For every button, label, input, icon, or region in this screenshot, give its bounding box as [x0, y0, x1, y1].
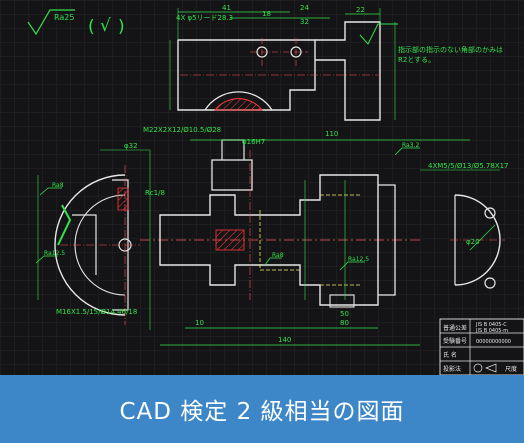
tb-row3-label: 氏 名 — [443, 351, 457, 359]
front-view: 110 80 140 10 50 M22X2X12/Ø10.5/Ø28 φ16H… — [140, 126, 509, 346]
rc-label: Rc1/8 — [145, 189, 165, 197]
note-right-1: 指示部の指示のない角部のかみは — [398, 45, 503, 54]
top-dim-2: 24 — [300, 4, 309, 12]
roughness-symbol-main: Ra25 ( √ ) — [27, 9, 125, 37]
top-dim-5: 22 — [356, 6, 365, 14]
ra-label-4: Ra8 — [272, 252, 284, 259]
cad-drawing-area: Ra25 ( √ ) — [0, 0, 524, 376]
title-block: 普通公差 JIS B 0405-C JIS B 0405-m 受験番号 0000… — [439, 318, 524, 376]
ra-labels: Ra8 Ra12.5 Ra3.2 Ra8 Ra12.5 — [44, 142, 419, 263]
roughness-paren-open: ( — [88, 17, 95, 37]
tb-row2-value: 00000000000 — [476, 339, 511, 345]
top-dim-4: 32 — [300, 18, 309, 26]
right-side-view: φ20 — [450, 194, 505, 289]
cad-drawing-svg: Ra25 ( √ ) — [0, 0, 524, 376]
thread-left-label: M22X2X12/Ø10.5/Ø28 — [143, 126, 221, 134]
dim-10: 10 — [195, 319, 204, 327]
ra-label-5: Ra12.5 — [348, 256, 369, 263]
top-note: 4X φ5リード28.3 — [176, 14, 233, 22]
projection-symbol-icon — [473, 363, 483, 373]
tb-row4-value: 尺度 — [505, 365, 517, 373]
roughness-check: √ — [100, 16, 111, 36]
thread-right-label: 4XM5/5/Ø13/Ø5.78X17 — [428, 162, 509, 170]
caption-text: CAD 検定 2 級相当の図面 — [119, 399, 405, 425]
ra-label-2: Ra12.5 — [44, 250, 65, 257]
tb-row1-value: JIS B 0405-C — [475, 322, 507, 328]
tb-row4-label: 投影法 — [443, 365, 461, 373]
thread-bottom-label: M16X1.5/15/Ø14.46/18 — [56, 308, 137, 316]
left-section-view: φ32 M16X1.5/15/Ø14.46/18 — [35, 142, 150, 325]
roughness-paren-close: ) — [118, 17, 125, 37]
dim-80: 80 — [340, 319, 349, 327]
top-dim-1: 41 — [222, 4, 231, 12]
roughness-main-text: Ra25 — [54, 13, 74, 22]
ra-label-1: Ra8 — [52, 182, 64, 189]
dim-phi20: φ20 — [466, 238, 480, 246]
caption-banner: CAD 検定 2 級相当の図面 — [0, 375, 524, 443]
dim-phi32: φ32 — [124, 142, 138, 150]
tb-row1-value2: JIS B 0405-m — [475, 328, 508, 334]
dim-phi16: φ16H7 — [242, 138, 265, 146]
tb-row1-label: 普通公差 — [443, 324, 467, 332]
top-dim-3: 18 — [262, 10, 271, 18]
dim-110: 110 — [325, 130, 338, 138]
ra-label-3: Ra3.2 — [402, 142, 419, 149]
top-view: 41 24 18 32 22 4X φ5リード28.3 指示部の指示のない角部の… — [169, 4, 503, 121]
note-right-2: R2とする。 — [398, 56, 435, 64]
dim-50: 50 — [340, 310, 349, 318]
dim-140: 140 — [278, 336, 291, 344]
tb-row2-label: 受験番号 — [443, 337, 467, 345]
